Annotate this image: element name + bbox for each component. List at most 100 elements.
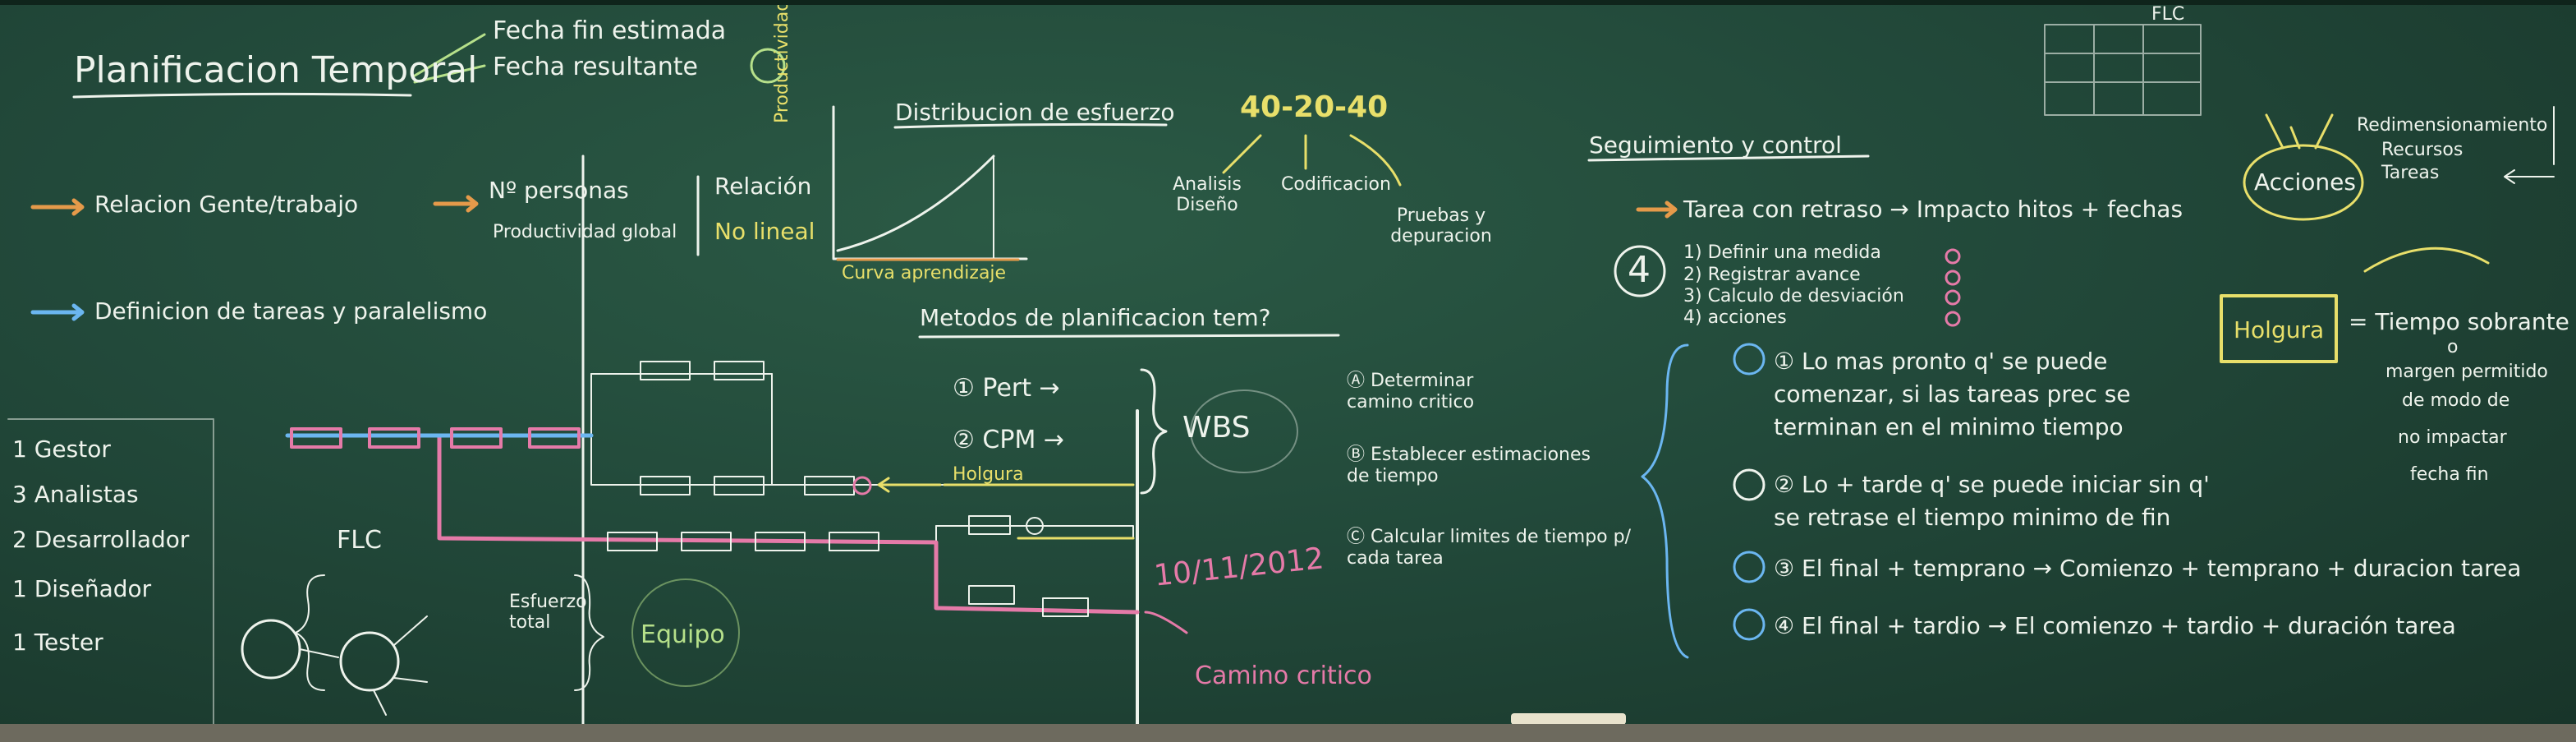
relation-productividad: Productividad global xyxy=(493,222,677,242)
r-circle xyxy=(241,619,301,680)
seguimiento-title: Seguimiento y control xyxy=(1589,131,1842,159)
four-circle-shape xyxy=(1614,245,1666,297)
branch-arrow-1 xyxy=(413,33,486,77)
distribution-part-2: Codificacion xyxy=(1281,174,1391,195)
task-box-3 xyxy=(450,427,503,449)
definition-label: Definicion de tareas y paralelismo xyxy=(94,297,488,325)
role-3: 2 Desarrollador xyxy=(12,526,190,553)
e-rays xyxy=(373,615,428,716)
task-box-11 xyxy=(681,532,732,551)
task-box-7 xyxy=(640,476,691,495)
distribution-underline xyxy=(893,122,1168,129)
personas-arrow xyxy=(433,195,479,213)
green-circle xyxy=(750,48,786,84)
acciones-circle xyxy=(2243,144,2364,221)
axis-label: Productividad xyxy=(772,0,792,123)
title-branch-1: Fecha fin estimada xyxy=(493,16,727,45)
rule-2: ② Lo + tarde q' se puede iniciar sin q' … xyxy=(1774,471,2210,531)
board-title: Planificacion Temporal xyxy=(74,49,478,91)
node-2 xyxy=(1026,517,1044,535)
acciones-arrows-in xyxy=(2265,113,2334,150)
title-branch-2: Fecha resultante xyxy=(493,53,698,81)
role-1: 1 Gestor xyxy=(12,436,111,463)
role-5: 1 Tester xyxy=(12,629,103,656)
rule-4-circle xyxy=(1733,608,1766,641)
title-underline xyxy=(72,92,412,99)
rule-1: ① Lo mas pronto q' se puede comenzar, si… xyxy=(1774,348,2131,440)
r-to-e-line xyxy=(299,648,339,658)
methods-title: Metodos de planificacion tem? xyxy=(920,304,1271,331)
role-4: 1 Diseñador xyxy=(12,575,152,602)
esfuerzo-label: Esfuerzo total xyxy=(509,592,587,633)
method-result: WBS xyxy=(1182,411,1251,445)
sub-step-1: 1) Definir una medida xyxy=(1683,242,1881,263)
rule-3-circle xyxy=(1733,551,1766,583)
role-2: 3 Analistas xyxy=(12,481,139,508)
distribution-part-3: Pruebas y depuracion xyxy=(1390,205,1492,247)
network-branch-a xyxy=(590,373,945,486)
task-box-2 xyxy=(368,427,420,449)
holgura-def-2: o xyxy=(2447,337,2459,357)
task-box-4 xyxy=(528,427,581,449)
chalk-piece[interactable] xyxy=(1511,713,1626,725)
roles-brace xyxy=(295,574,325,691)
sub-step-4: 4) acciones xyxy=(1683,307,1787,328)
holgura-arrow-head xyxy=(877,477,942,493)
sub-step-2: 2) Registrar avance xyxy=(1683,265,1861,285)
learning-curve xyxy=(836,154,995,252)
holgura-def-3: margen permitido xyxy=(2385,362,2548,382)
rule-1-circle xyxy=(1733,343,1766,376)
rules-brace xyxy=(1641,343,1689,659)
critical-path-label: Camino critico xyxy=(1195,661,1372,690)
ratio-arrow-3 xyxy=(1349,134,1402,187)
node-1 xyxy=(852,476,872,495)
ratio-arrow-1 xyxy=(1222,134,1262,174)
methods-underline xyxy=(918,334,1340,339)
equipo-circle xyxy=(631,578,740,687)
holgura-def-4: de modo de xyxy=(2402,390,2510,411)
holgura-box: Holgura xyxy=(2234,316,2325,343)
relation-result-1: Relación xyxy=(714,173,812,200)
task-box-6 xyxy=(714,361,765,380)
holgura-arrow-label: Holgura xyxy=(953,464,1024,485)
four-circle-label: 4 xyxy=(1628,249,1651,291)
esfuerzo-brace xyxy=(574,574,604,691)
step-a: Ⓐ Determinar camino critico xyxy=(1347,371,1475,412)
rule-4: ④ El final + tardio → El comienzo + tard… xyxy=(1774,612,2456,639)
rule-2-circle xyxy=(1733,468,1766,501)
distribution-part-1: Analisis Diseño xyxy=(1173,174,1242,215)
task-box-13 xyxy=(829,532,879,551)
redim-1: Redimensionamiento xyxy=(2357,115,2548,136)
relation-label: Relacion Gente/trabajo xyxy=(94,191,359,218)
task-box-1 xyxy=(290,427,342,449)
acciones-label: Acciones xyxy=(2254,168,2356,196)
step-dot-3 xyxy=(1945,289,1961,306)
e-circle xyxy=(339,631,400,692)
holgura-def-5: no impactar xyxy=(2398,427,2507,448)
methods-brace xyxy=(1140,368,1168,495)
retraso-arrow xyxy=(1636,200,1678,219)
task-box-15 xyxy=(968,585,1015,605)
relation-personas: Nº personas xyxy=(489,177,629,204)
sub-step-3: 3) Calculo de desviación xyxy=(1683,286,1904,306)
flc-label: FLC xyxy=(337,526,382,555)
step-c: Ⓒ Calcular limites de tiempo p/ cada tar… xyxy=(1347,527,1631,569)
redim-3: Tareas xyxy=(2381,163,2440,183)
method-2: ② CPM → xyxy=(953,426,1065,454)
holgura-def-6: fecha fin xyxy=(2410,464,2489,485)
redim-2: Recursos xyxy=(2381,140,2464,160)
branch-arrow-2 xyxy=(413,64,486,84)
task-box-12 xyxy=(755,532,806,551)
roles-frame xyxy=(7,418,214,732)
task-box-14 xyxy=(968,515,1011,535)
critical-path-line xyxy=(437,433,1140,615)
redim-arrow xyxy=(2504,169,2555,184)
grid-table xyxy=(2044,24,2202,116)
task-box-10 xyxy=(607,532,658,551)
task-box-8 xyxy=(714,476,765,495)
holgura-def-1: = Tiempo sobrante xyxy=(2349,308,2569,335)
step-dot-1 xyxy=(1945,248,1961,265)
task-box-5 xyxy=(640,361,691,380)
step-dot-4 xyxy=(1945,311,1961,327)
